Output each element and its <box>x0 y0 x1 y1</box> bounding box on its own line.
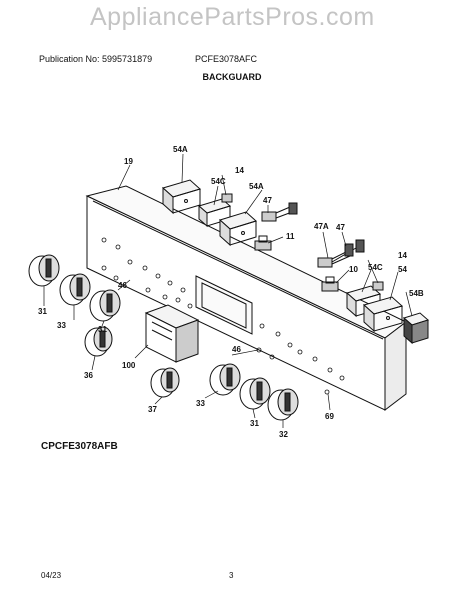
callout-69: 69 <box>325 412 334 421</box>
knob-37 <box>150 367 180 398</box>
callout-11: 11 <box>286 232 295 241</box>
knob-31-bottom <box>239 377 271 410</box>
backguard-panel <box>85 185 407 412</box>
diagram-model-code: CPCFE3078AFB <box>41 441 118 452</box>
callout-32: 32 <box>279 430 288 439</box>
knob-36 <box>84 326 113 357</box>
switch-54b <box>402 312 430 345</box>
switch-54a-mid <box>219 211 257 247</box>
callout-46-left: 46 <box>118 281 127 290</box>
switch-54a-top <box>162 179 201 215</box>
section-title: BACKGUARD <box>202 72 262 82</box>
callout-54a-top: 54A <box>173 145 188 154</box>
callout-31-left2: 31 <box>98 325 107 334</box>
model-number: PCFE3078AFC <box>195 54 258 64</box>
control-board-100 <box>144 304 200 363</box>
callout-36: 36 <box>84 371 93 380</box>
watermark-text: AppliancePartsPros.com <box>90 3 375 31</box>
harness-47-top <box>261 202 298 222</box>
callout-47a: 47A <box>314 222 329 231</box>
terminal-14-top <box>221 193 233 203</box>
callout-33-bottom: 33 <box>196 399 205 408</box>
callout-54: 54 <box>398 265 407 274</box>
knob-32 <box>267 388 299 421</box>
callout-54a-mid: 54A <box>249 182 264 191</box>
callout-54c-top: 54C <box>211 177 226 186</box>
footer-date: 04/23 <box>41 571 62 580</box>
callout-33-left: 33 <box>57 321 66 330</box>
callout-47-mid: 47 <box>336 223 345 232</box>
callout-37: 37 <box>148 405 157 414</box>
footer-page-number: 3 <box>229 571 234 580</box>
knob-33-bottom <box>209 363 241 396</box>
callout-19: 19 <box>124 157 133 166</box>
panel-screws <box>101 237 345 395</box>
connector-11 <box>254 235 272 251</box>
callout-47-top: 47 <box>263 196 272 205</box>
callout-54b: 54B <box>409 289 424 298</box>
knob-33-left <box>59 273 91 306</box>
callout-14-top: 14 <box>235 166 244 175</box>
callout-10: 10 <box>349 265 358 274</box>
knob-31-left <box>28 254 60 287</box>
switch-54-right <box>362 296 404 333</box>
callout-46-mid: 46 <box>232 345 241 354</box>
terminal-14-right <box>372 281 384 291</box>
knob-31-left2 <box>89 289 121 322</box>
callout-54c-right: 54C <box>368 263 383 272</box>
leader-lines <box>43 153 413 428</box>
publication-number: Publication No: 5995731879 <box>39 54 153 64</box>
callout-31-bottom: 31 <box>250 419 259 428</box>
callout-100: 100 <box>122 361 136 370</box>
callout-14-right: 14 <box>398 251 407 260</box>
connector-10 <box>321 276 339 292</box>
callout-31-left: 31 <box>38 307 47 316</box>
harness-47a <box>317 239 365 268</box>
